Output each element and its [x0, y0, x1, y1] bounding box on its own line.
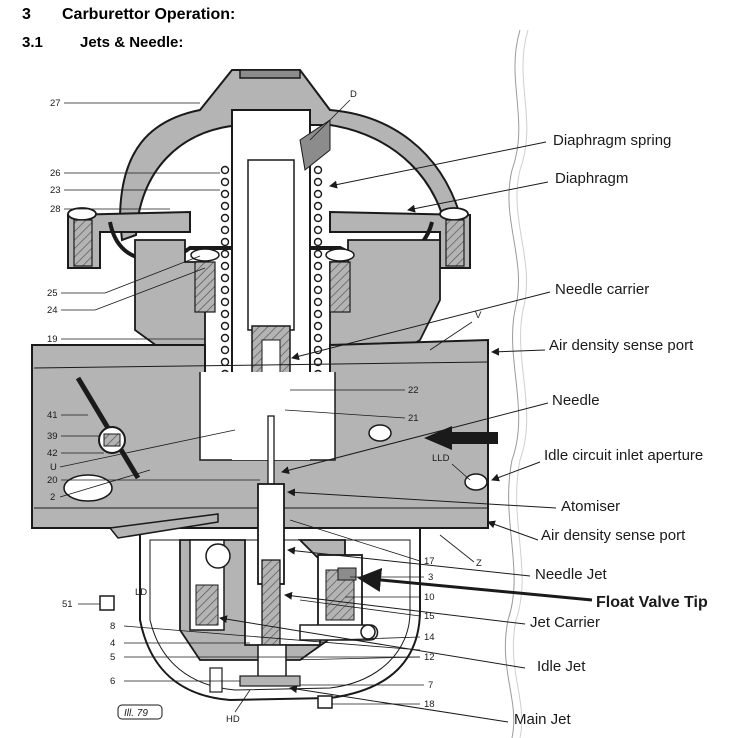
part-41: 41	[47, 410, 58, 421]
part-25: 25	[47, 288, 58, 299]
part-17: 17	[424, 556, 435, 567]
torn-edge	[504, 29, 521, 738]
label-idle-jet: Idle Jet	[537, 658, 586, 675]
callout-arrows	[219, 141, 557, 723]
part-6: 6	[110, 676, 115, 687]
part-7: 7	[428, 680, 433, 691]
right-part-numbers: D V 22 21 LLD Z 17 3 10 15 14 12 7 18	[350, 89, 482, 710]
part-14: 14	[424, 632, 435, 643]
subsection-number: 3.1	[22, 34, 43, 51]
part-8: 8	[110, 621, 115, 632]
part-Z: Z	[476, 558, 482, 569]
part-22: 22	[408, 385, 419, 396]
part-28: 28	[50, 204, 61, 215]
label-needle-jet: Needle Jet	[535, 566, 608, 583]
part-10: 10	[424, 592, 435, 603]
part-23: 23	[50, 185, 61, 196]
part-51: 51	[62, 599, 73, 610]
label-diaphragm: Diaphragm	[555, 170, 628, 187]
part-20: 20	[47, 475, 58, 486]
part-3: 3	[428, 572, 433, 583]
part-18: 18	[424, 699, 435, 710]
left-screw	[67, 207, 97, 267]
label-atomiser: Atomiser	[561, 498, 620, 515]
plate-label: Ill. 79	[124, 708, 148, 719]
part-19: 19	[47, 334, 58, 345]
callout-labels: Diaphragm spring Diaphragm Needle carrie…	[514, 132, 708, 728]
part-U: U	[50, 462, 57, 473]
part-LLD: LLD	[432, 453, 450, 464]
section-number: 3	[22, 6, 31, 23]
part-27: 27	[50, 98, 61, 109]
label-main-jet: Main Jet	[514, 711, 572, 728]
part-V: V	[475, 310, 482, 321]
float-valve-arrow	[357, 568, 593, 602]
airflow-arrow	[424, 426, 498, 450]
part-24: 24	[47, 305, 58, 316]
part-26: 26	[50, 168, 61, 179]
subsection-title: Jets & Needle:	[80, 34, 184, 51]
right-leader-lines	[284, 99, 475, 705]
part-12: 12	[424, 652, 435, 663]
part-HD: HD	[226, 714, 240, 725]
part-21: 21	[408, 413, 419, 424]
part-4: 4	[110, 638, 115, 649]
part-LD: LD	[135, 587, 147, 598]
label-float-valve-tip: Float Valve Tip	[596, 594, 708, 611]
label-needle-carrier: Needle carrier	[555, 281, 649, 298]
left-part-numbers: 27 26 23 28 25 24 19 41 39 42 U 20 2 51 …	[47, 98, 240, 725]
label-jet-carrier: Jet Carrier	[530, 614, 600, 631]
part-D: D	[350, 89, 357, 100]
section-title: Carburettor Operation:	[62, 6, 236, 23]
left-leader-lines	[59, 102, 421, 713]
part-42: 42	[47, 448, 58, 459]
part-39: 39	[47, 431, 58, 442]
part-5: 5	[110, 652, 115, 663]
label-idle-circuit: Idle circuit inlet aperture	[544, 447, 703, 464]
label-diaphragm-spring: Diaphragm spring	[553, 132, 671, 149]
label-air-density-port-2: Air density sense port	[541, 527, 686, 544]
part-2: 2	[50, 492, 55, 503]
label-air-density-port-1: Air density sense port	[549, 337, 694, 354]
part-15: 15	[424, 611, 435, 622]
label-needle: Needle	[552, 392, 600, 409]
right-screw	[439, 207, 469, 267]
